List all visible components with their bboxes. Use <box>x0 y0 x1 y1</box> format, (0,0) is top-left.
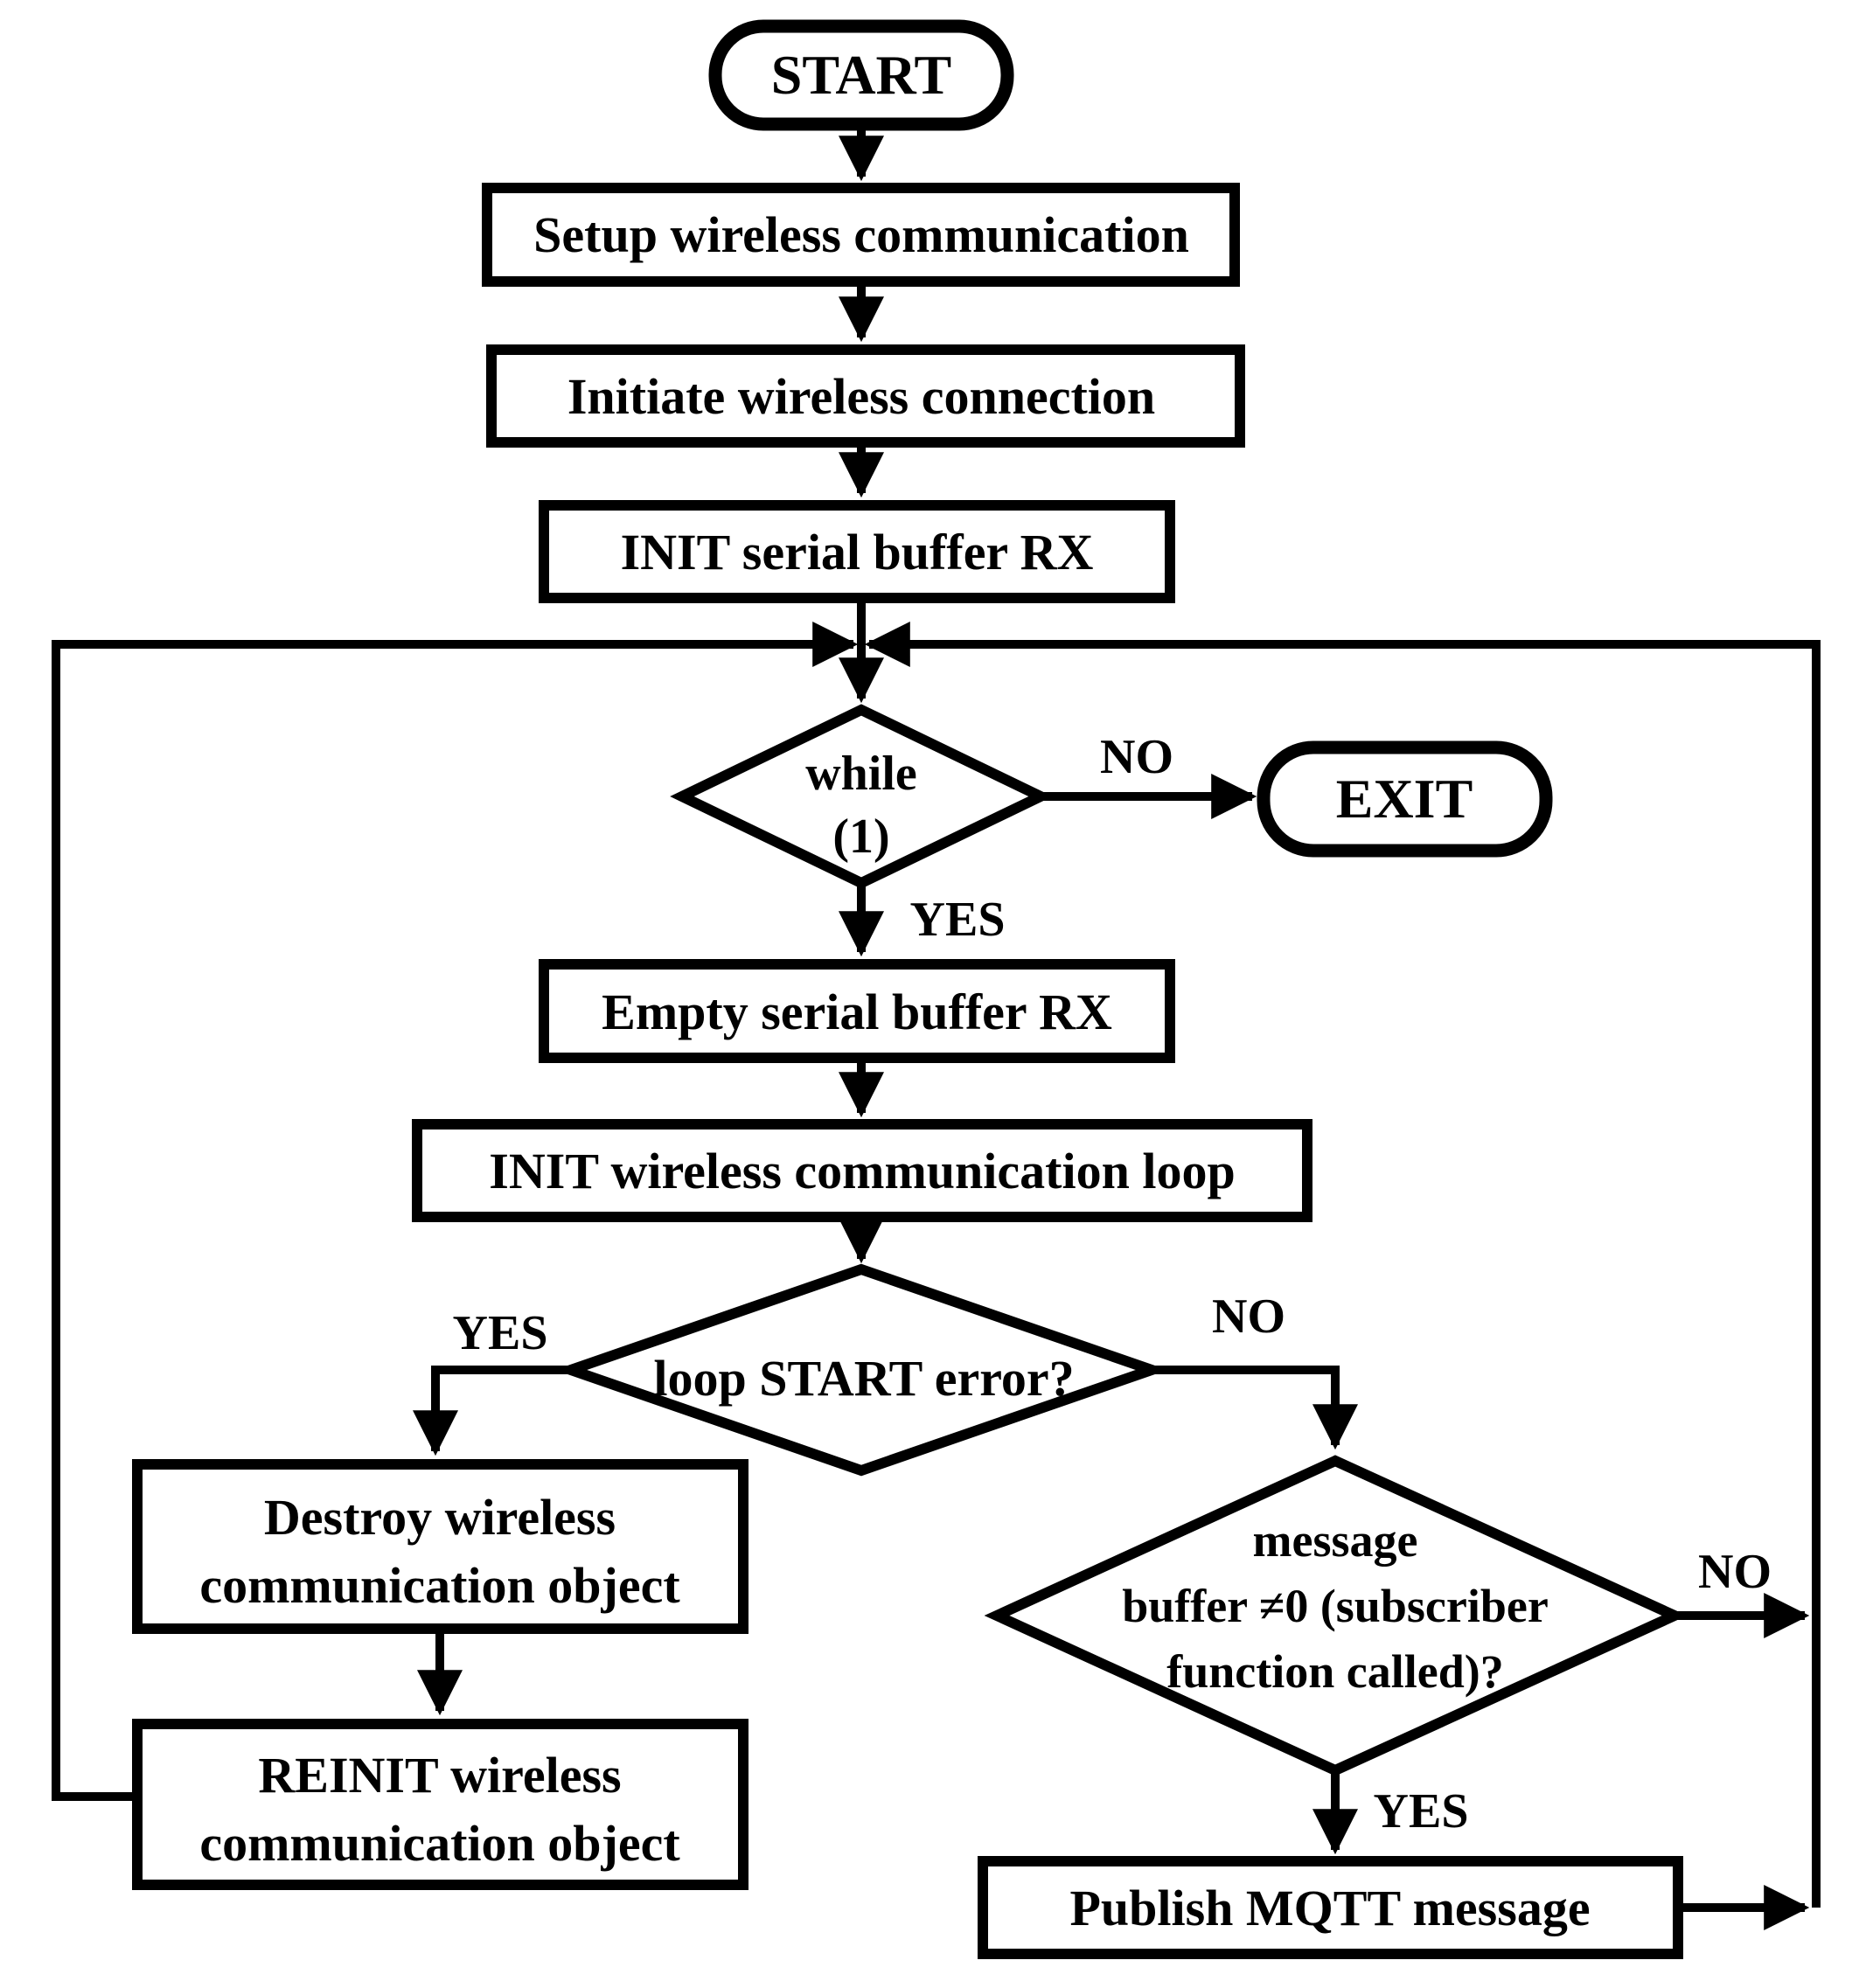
start-label: START <box>771 44 951 106</box>
reinit-label-line1: REINIT wireless <box>258 1747 621 1804</box>
destroy-label-line2: communication object <box>199 1557 680 1614</box>
node-looperror-decision: loop START error? <box>554 1263 1168 1477</box>
looperror-label: loop START error? <box>653 1350 1074 1407</box>
edge-looperror-no-to-msgbuffer <box>1152 1366 1358 1450</box>
msgbuffer-label-line3: function called)? <box>1166 1645 1504 1698</box>
node-setup-process: Setup wireless communication <box>482 183 1240 287</box>
edge-label-looperror-no: NO <box>1212 1289 1285 1344</box>
initloop-label: INIT wireless communication loop <box>489 1143 1235 1199</box>
node-msgbuffer-decision: message buffer ≠0 (subscriber function c… <box>984 1455 1688 1776</box>
emptyserial-label: Empty serial buffer RX <box>602 984 1112 1040</box>
node-initloop-process: INIT wireless communication loop <box>412 1119 1312 1222</box>
edge-label-msg-no: NO <box>1698 1545 1772 1599</box>
edge-looperror-yes-to-destroy <box>413 1366 571 1456</box>
node-initiate-process: Initiate wireless connection <box>486 344 1245 448</box>
node-emptyserial-process: Empty serial buffer RX <box>539 959 1175 1063</box>
while-label-line1: while <box>805 747 917 801</box>
node-while-decision: while (1) <box>670 704 1053 889</box>
node-reinit-process: REINIT wireless communication object <box>132 1719 748 1890</box>
edge-right-collector-to-junction <box>864 622 1821 1908</box>
destroy-label-line1: Destroy wireless <box>264 1489 616 1546</box>
setup-label: Setup wireless communication <box>533 206 1189 263</box>
edge-label-msg-yes: YES <box>1374 1784 1469 1839</box>
edge-label-looperror-yes: YES <box>453 1306 548 1360</box>
edge-label-while-no: NO <box>1100 730 1173 784</box>
node-initserial-process: INIT serial buffer RX <box>539 500 1175 603</box>
node-exit-terminator: EXIT <box>1257 740 1553 858</box>
initiate-label: Initiate wireless connection <box>567 368 1155 425</box>
edge-reinit-loopback-to-junction <box>52 622 859 1801</box>
msgbuffer-label-line1: message <box>1253 1514 1418 1567</box>
initserial-label: INIT serial buffer RX <box>621 524 1094 580</box>
node-destroy-process: Destroy wireless communication object <box>132 1459 748 1634</box>
reinit-label-line2: communication object <box>199 1815 680 1872</box>
edge-label-while-yes: YES <box>910 893 1006 947</box>
node-publish-process: Publish MQTT message <box>978 1856 1683 1959</box>
node-start-terminator: START <box>708 19 1014 131</box>
while-label-line2: (1) <box>832 810 889 864</box>
msgbuffer-label-line2: buffer ≠0 (subscriber <box>1122 1580 1549 1632</box>
publish-label: Publish MQTT message <box>1069 1880 1590 1936</box>
exit-label: EXIT <box>1336 768 1473 830</box>
